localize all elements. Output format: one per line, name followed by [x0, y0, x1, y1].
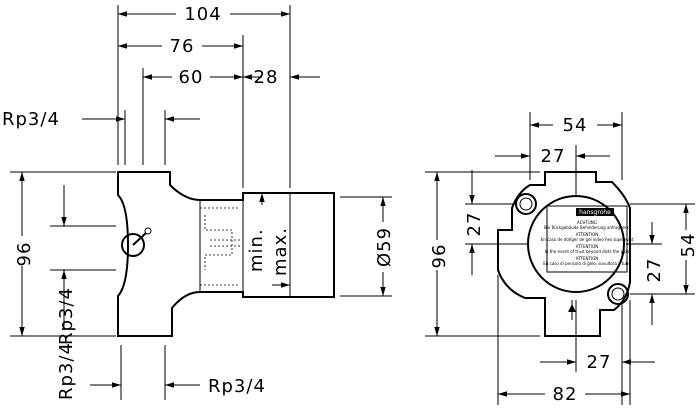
label-line-8: En caso di pericolo di gelo, sovultora i… — [543, 261, 631, 266]
mount-hole-top — [515, 193, 537, 215]
label-line-5: ATTENTION — [576, 244, 599, 249]
dim-rp-left: Rp3/4 — [56, 287, 77, 345]
front-pointer-arrow — [568, 304, 576, 312]
warning-label — [546, 205, 628, 273]
side-dimensions: 104 76 60 28 Rp3/4 96 Rp3/4 Rp — [2, 3, 395, 400]
label-max: max. — [270, 227, 291, 276]
front-body-outline — [497, 171, 631, 337]
brand-name: hansgrohe — [579, 209, 611, 216]
dim-82-bg — [545, 383, 585, 403]
dim-27-top: 27 — [541, 146, 566, 167]
front-view: hansgrohe ACHTUNG Bei Rückgebäude Behind… — [497, 171, 634, 337]
dim-dia59-bg — [373, 222, 393, 272]
dim-76: 76 — [170, 36, 195, 57]
dim-dia59: Ø59 — [374, 227, 395, 267]
dim-104-bg — [176, 3, 230, 23]
dim-54-right-bg — [676, 230, 696, 260]
dim-60: 60 — [179, 67, 204, 88]
dim-28: 28 — [254, 67, 279, 88]
mount-hole-bottom — [607, 283, 629, 305]
label-line-6: In the event of trust beyond dists the p… — [545, 249, 630, 254]
dim-96-left: 96 — [14, 242, 35, 267]
dim-54-top-bg — [553, 114, 597, 134]
dim-104: 104 — [184, 4, 221, 25]
side-dashed-bore — [210, 239, 240, 247]
label-line-4: En caso de doñger de gel video hes tuper… — [541, 237, 634, 242]
dim-96-left-bg — [12, 236, 32, 266]
dim-96-right: 96 — [429, 244, 450, 269]
valve-stem — [132, 232, 147, 246]
dim-54-top: 54 — [563, 115, 588, 136]
label-line-2: Bei Rückgebäude Behinderung anfrageend — [544, 225, 630, 230]
dim-76-bg — [162, 36, 202, 56]
valve-knob-icon — [121, 233, 145, 257]
side-dashed-channel — [200, 207, 240, 286]
dim-27-bottom: 27 — [587, 352, 612, 373]
mount-hole-bottom-inner — [611, 287, 625, 301]
dim-rp-bottom-left: Rp3/4 — [56, 342, 77, 400]
dim-27-right: 27 — [644, 258, 665, 283]
valve-stem-tip — [144, 227, 152, 235]
dim-rp-top: Rp3/4 — [2, 109, 60, 130]
front-dimensions: 54 27 96 27 54 27 27 — [425, 112, 699, 405]
side-view — [117, 171, 335, 337]
dim-60-bg — [172, 67, 210, 87]
label-min: min. — [246, 228, 267, 272]
label-line-3: ATTENTION — [576, 232, 599, 237]
dim-96-right-bg — [427, 240, 447, 270]
side-body-outline — [117, 171, 335, 337]
dim-82: 82 — [553, 384, 578, 405]
dim-27-left: 27 — [464, 212, 485, 237]
mount-hole-top-inner — [519, 197, 533, 211]
dim-rp-bottom-right: Rp3/4 — [208, 376, 266, 397]
brand-badge — [576, 208, 614, 216]
dim-54-right: 54 — [678, 233, 699, 258]
label-line-1: ACHTUNG — [577, 220, 597, 225]
label-line-7: ATTENTION — [576, 256, 599, 261]
